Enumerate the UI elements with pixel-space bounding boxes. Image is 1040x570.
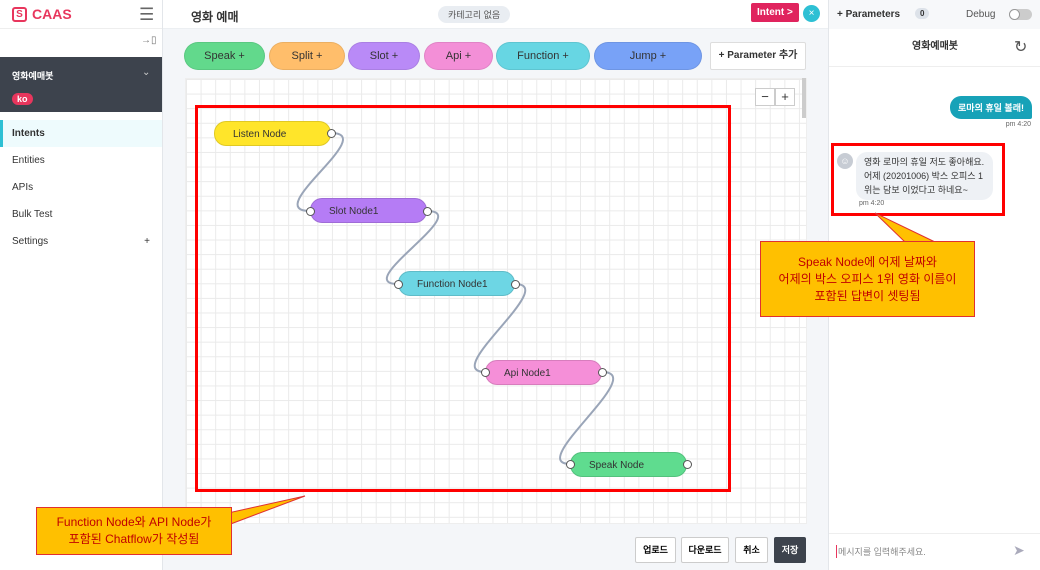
message-input[interactable]: 메시지를 입력해주세요. [836,545,926,558]
connection [559,371,615,465]
connection [296,132,344,212]
callout-pointer [227,495,306,526]
output-port[interactable] [598,368,607,377]
listen-node[interactable]: Listen Node [214,121,331,146]
output-port[interactable] [683,460,692,469]
add-jump-button[interactable]: Jump + [594,42,702,70]
chevron-down-icon[interactable]: ⌄ [142,67,151,78]
login-icon[interactable]: →▯ [141,35,157,46]
canvas-scrollbar[interactable] [802,78,806,118]
message-time: pm 4:20 [859,200,885,207]
logo-icon: S [12,6,27,22]
save-button[interactable]: 저장 [774,537,806,563]
intent-button[interactable]: Intent > [751,3,799,22]
header: 영화 예매 카테고리 없음 Intent > × [163,0,828,29]
menu-icon[interactable]: ☰ [139,5,155,24]
output-port[interactable] [327,129,336,138]
annotation-line: 포함된 답변이 셋팅됨 [814,289,921,303]
function-node[interactable]: Function Node1 [398,271,515,296]
bot-avatar-icon: ☺ [837,153,853,169]
send-icon[interactable]: ➤ [1013,542,1025,558]
highlight-box [831,143,1005,216]
logo-text: CAAS [32,6,72,22]
parameters-button[interactable]: + Parameters [837,9,901,20]
language-badge: ko [12,93,33,105]
node-label: Listen Node [233,129,287,140]
plus-icon: + [144,236,150,247]
highlight-box [195,105,731,492]
add-split-button[interactable]: Split + [269,42,345,70]
page-title: 영화 예매 [191,10,239,24]
logo[interactable]: S CAAS [12,6,72,22]
parameter-count-badge: 0 [915,8,930,19]
cancel-button[interactable]: 취소 [735,537,768,563]
user-message: 로마의 휴일 볼래! [950,96,1032,119]
annotation-line: 포함된 Chatflow가 작성됨 [68,532,200,546]
download-button[interactable]: 다운로드 [681,537,729,563]
bot-selector[interactable]: 영화예매봇 ⌄ ko [0,57,162,112]
node-label: Api Node1 [504,368,551,379]
add-api-button[interactable]: Api + [424,42,493,70]
add-slot-button[interactable]: Slot + [348,42,420,70]
node-label: Speak Node [589,460,645,471]
category-badge[interactable]: 카테고리 없음 [438,6,511,23]
connection [473,283,527,373]
close-icon[interactable]: × [803,5,820,22]
annotation-line: 어제의 박스 오피스 1위 영화 이름이 [778,272,957,286]
sidebar-item-settings[interactable]: Settings + [0,228,162,255]
debug-toggle[interactable] [1009,9,1032,20]
annotation-line: Function Node와 API Node가 [56,515,212,529]
add-speak-button[interactable]: Speak + [184,42,265,70]
chat-input-bar: 메시지를 입력해주세요. ➤ [829,533,1040,570]
refresh-icon[interactable]: ↻ [1014,39,1028,56]
sidebar-item-apis[interactable]: APIs [12,182,34,193]
callout-pointer [874,212,936,243]
chat-topbar: + Parameters 0 Debug [829,0,1040,29]
output-port[interactable] [511,280,520,289]
sidebar-item-bulk-test[interactable]: Bulk Test [12,209,53,220]
bot-message: 영화 로마의 휴일 저도 좋아해요. 어제 (20201006) 박스 오피스 … [856,152,993,200]
sidebar: S CAAS ☰ →▯ 영화예매봇 ⌄ ko Intents Entities A… [0,0,163,570]
zoom-out-button[interactable]: − [755,88,775,106]
input-port[interactable] [394,280,403,289]
annotation-line: Speak Node에 어제 날짜와 [798,255,937,269]
flow-canvas[interactable] [185,78,807,524]
sidebar-subbar: →▯ [0,28,162,57]
node-label: Slot Node1 [329,206,379,217]
add-function-button[interactable]: Function + [496,42,590,70]
speak-node[interactable]: Speak Node [570,452,687,477]
message-time: pm 4:20 [1005,121,1031,128]
sidebar-item-intents[interactable]: Intents [0,120,162,147]
chat-title: 영화예매봇 [829,29,1040,67]
output-port[interactable] [423,207,432,216]
api-node[interactable]: Api Node1 [485,360,602,385]
node-label: Function Node1 [417,279,488,290]
input-port[interactable] [306,207,315,216]
input-port[interactable] [481,368,490,377]
debug-label: Debug [966,9,996,20]
zoom-in-button[interactable]: + [775,88,795,106]
slot-node[interactable]: Slot Node1 [310,198,427,223]
sidebar-item-entities[interactable]: Entities [12,155,45,166]
bot-name: 영화예매봇 [12,71,54,81]
upload-button[interactable]: 업로드 [635,537,676,563]
input-port[interactable] [566,460,575,469]
connection [385,210,440,285]
add-parameter-button[interactable]: + Parameter 추가 [710,42,806,70]
settings-label: Settings [12,236,49,247]
